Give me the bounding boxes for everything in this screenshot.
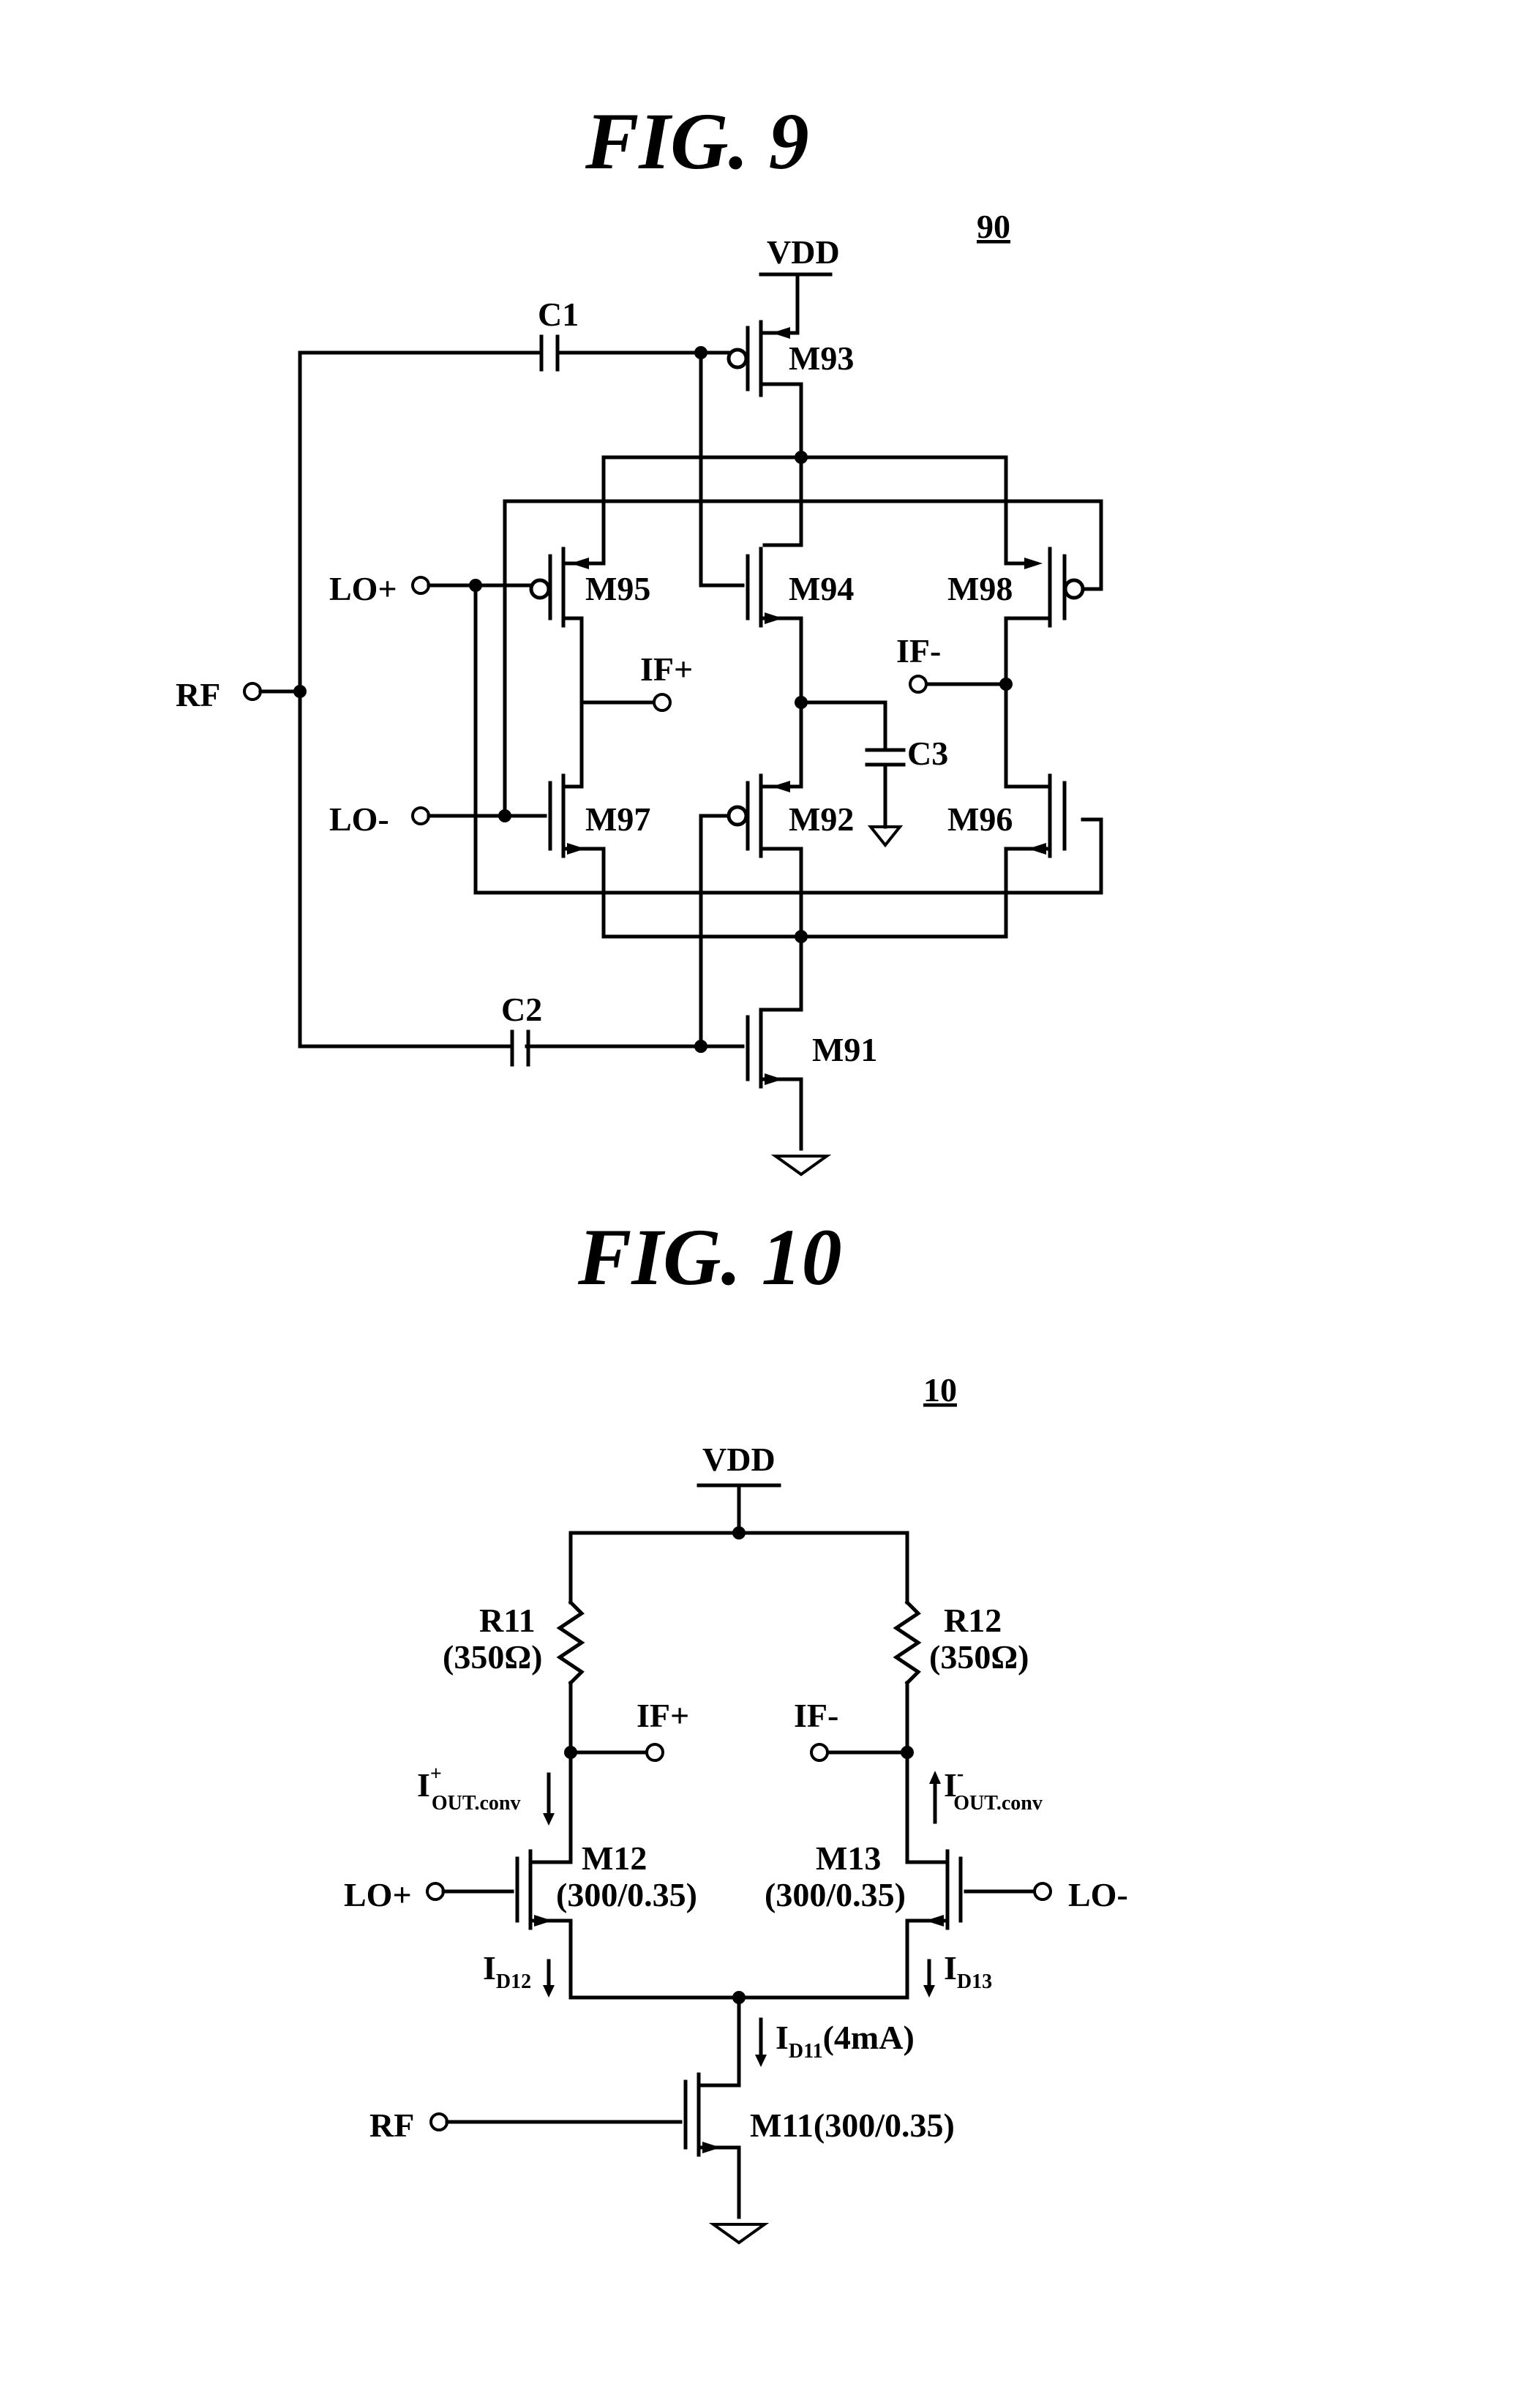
m91-label: M91 — [812, 1031, 877, 1068]
iout-minus-label: I-OUT.conv — [944, 1763, 1043, 1815]
m97-label: M97 — [585, 800, 650, 838]
m92-label: M92 — [789, 800, 854, 838]
m12-label: M12 — [582, 1839, 647, 1877]
fig10-circuit: FIG. 10 10 VDD R11 (350Ω) R12 (350Ω) IF+… — [344, 1212, 1128, 2243]
m98-label: M98 — [947, 570, 1013, 607]
r12-value: (350Ω) — [929, 1638, 1029, 1676]
fig9-if-minus-label: IF- — [896, 632, 941, 669]
fig9-title: FIG. 9 — [585, 97, 809, 186]
fig10-reference-number: 10 — [923, 1371, 957, 1409]
m93-label: M93 — [789, 340, 854, 377]
fig10-lo-plus-terminal — [427, 1883, 443, 1899]
m94-label: M94 — [789, 570, 854, 607]
r11-value: (350Ω) — [443, 1638, 542, 1676]
fig9-if-plus-terminal — [654, 694, 670, 710]
iout-plus-label: I+OUT.conv — [417, 1763, 520, 1815]
fig10-lo-plus-label: LO+ — [344, 1876, 412, 1913]
c3-label: C3 — [907, 735, 948, 772]
fig9-lo-minus-label: LO- — [329, 800, 389, 838]
id11-label: ID11(4mA) — [776, 2019, 915, 2063]
c2-label: C2 — [501, 991, 542, 1028]
m13-label: M13 — [816, 1839, 881, 1877]
m12-size: (300/0.35) — [556, 1876, 697, 1913]
r12-label: R12 — [944, 1602, 1002, 1639]
fig10-title: FIG. 10 — [577, 1212, 842, 1302]
fig9-if-minus-terminal — [910, 676, 926, 692]
fig9-lo-plus-label: LO+ — [329, 570, 397, 607]
fig9-vdd-label: VDD — [767, 233, 840, 271]
fig9-if-plus-label: IF+ — [640, 650, 693, 688]
fig10-if-plus-terminal — [647, 1744, 663, 1760]
fig10-lo-minus-label: LO- — [1068, 1876, 1128, 1913]
m95-label: M95 — [585, 570, 650, 607]
id12-label: ID12 — [483, 1949, 531, 1993]
fig9-rf-terminal — [244, 683, 260, 699]
m11-label: M11(300/0.35) — [750, 2107, 955, 2144]
id13-label: ID13 — [944, 1949, 992, 1993]
fig9-lo-minus-terminal — [413, 808, 429, 824]
fig10-rf-terminal — [431, 2114, 447, 2130]
fig10-lo-minus-terminal — [1035, 1883, 1051, 1899]
r11-label: R11 — [479, 1602, 536, 1639]
fig10-rf-label: RF — [369, 2107, 414, 2144]
m96-label: M96 — [947, 800, 1013, 838]
fig9-lo-plus-terminal — [413, 577, 429, 593]
fig10-if-minus-terminal — [811, 1744, 827, 1760]
fig9-reference-number: 90 — [977, 208, 1010, 245]
fig9-circuit: FIG. 9 90 VDD M93 C1 M95 — [176, 97, 1101, 1174]
fig10-vdd-label: VDD — [702, 1441, 776, 1478]
fig9-rf-label: RF — [176, 676, 220, 713]
c1-label: C1 — [538, 296, 579, 333]
fig10-if-minus-label: IF- — [794, 1697, 838, 1734]
m13-size: (300/0.35) — [765, 1876, 906, 1913]
fig10-if-plus-label: IF+ — [637, 1697, 689, 1734]
